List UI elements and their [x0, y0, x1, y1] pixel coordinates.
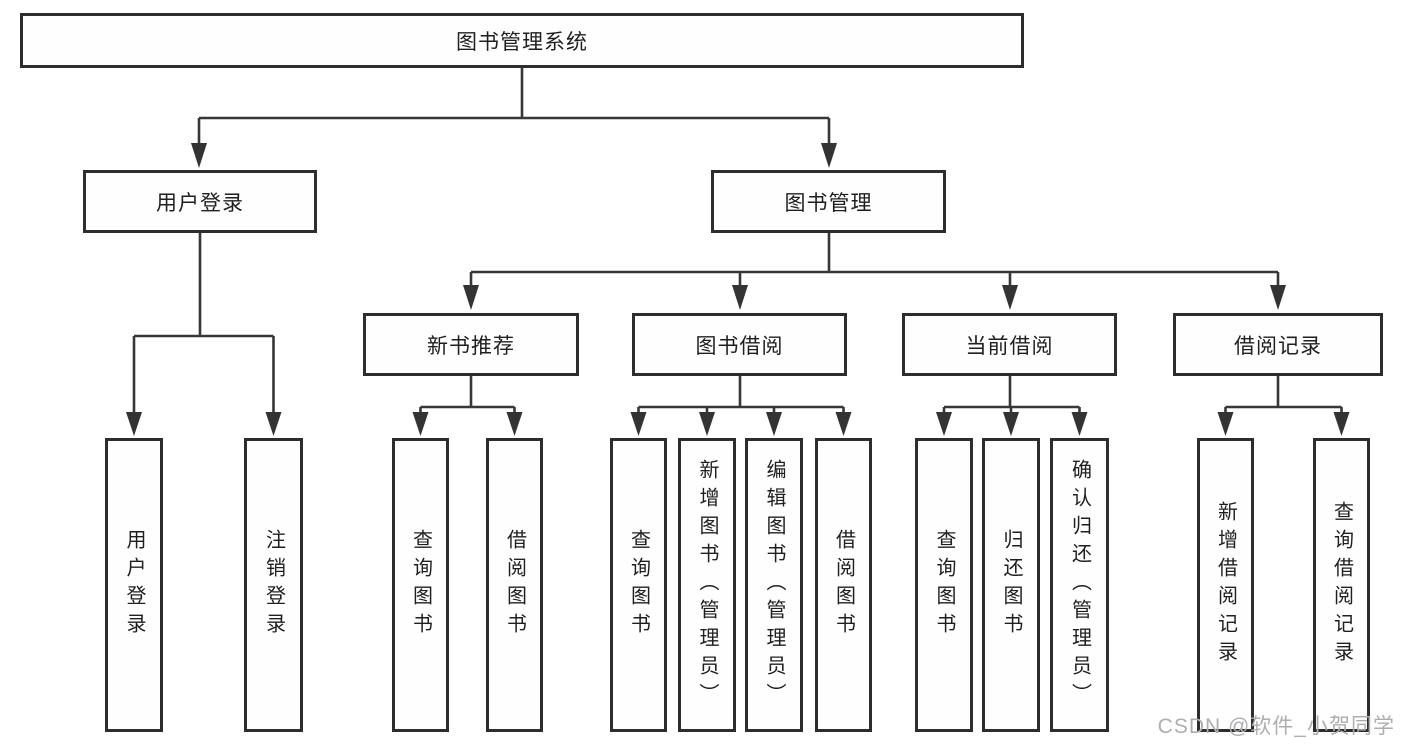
- connector-book-borrow-group: [630, 376, 852, 436]
- connector-root-to-level2: [191, 68, 837, 168]
- leaf-user-login: 用户登录: [105, 438, 163, 732]
- leaf-add-borrow-record: 新增借阅记录: [1197, 438, 1254, 732]
- leaf-query-books-borrow: 查询图书: [610, 438, 667, 732]
- node-new-book-recommend: 新书推荐: [363, 313, 579, 376]
- connector-book-management-to-level3: [463, 233, 1286, 310]
- leaf-return-books: 归还图书: [982, 438, 1040, 732]
- connector-borrow-records-group: [1217, 376, 1350, 436]
- leaf-query-books-recommend: 查询图书: [392, 438, 449, 732]
- node-root-system: 图书管理系统: [20, 13, 1024, 68]
- leaf-logout: 注销登录: [244, 438, 303, 732]
- leaf-borrow-books-recommend: 借阅图书: [486, 438, 543, 732]
- connector-user-login-group: [126, 233, 282, 436]
- leaf-confirm-return-admin: 确认归还（管理员）: [1050, 438, 1109, 732]
- node-book-borrow: 图书借阅: [632, 313, 847, 376]
- leaf-edit-books-admin: 编辑图书（管理员）: [745, 438, 803, 732]
- leaf-add-books-admin: 新增图书（管理员）: [678, 438, 736, 732]
- leaf-query-borrow-record: 查询借阅记录: [1313, 438, 1370, 732]
- connector-new-book-recommend-group: [412, 376, 523, 436]
- node-book-management: 图书管理: [711, 170, 946, 233]
- leaf-query-books-current: 查询图书: [915, 438, 973, 732]
- leaf-borrow-books: 借阅图书: [815, 438, 872, 732]
- node-current-borrow: 当前借阅: [902, 313, 1117, 376]
- connector-current-borrow-group: [936, 376, 1088, 436]
- node-borrow-records: 借阅记录: [1173, 313, 1383, 376]
- node-user-login: 用户登录: [83, 170, 317, 233]
